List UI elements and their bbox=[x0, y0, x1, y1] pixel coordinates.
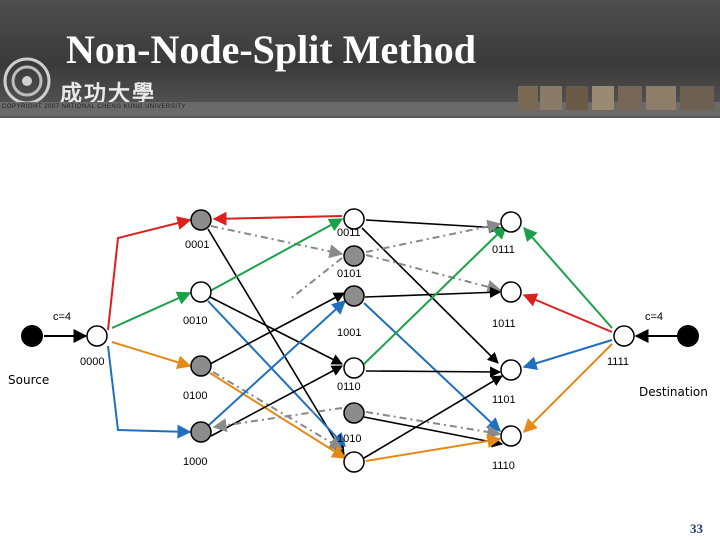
level3-to-1111-edges bbox=[524, 228, 682, 432]
page-number: 33 bbox=[690, 521, 703, 537]
campus-photo bbox=[646, 86, 676, 110]
node-0001 bbox=[191, 210, 211, 230]
label-0001: 0001 bbox=[185, 239, 209, 251]
level2-to-level3-edges bbox=[362, 220, 506, 461]
label-1111: 1111 bbox=[607, 356, 629, 368]
university-seal-icon bbox=[2, 56, 52, 106]
campus-photo bbox=[566, 86, 588, 110]
node-0111 bbox=[501, 212, 521, 232]
copyright-text: COPYRIGHT 2007 NATIONAL CHENG KUNG UNIVE… bbox=[2, 104, 186, 110]
campus-photo bbox=[680, 86, 714, 110]
label-1011: 1011 bbox=[492, 318, 516, 330]
node-1011 bbox=[501, 282, 521, 302]
label-1000: 1000 bbox=[183, 456, 207, 468]
source-label: Source bbox=[8, 373, 49, 387]
label-0011: 0011 bbox=[337, 227, 361, 239]
destination-capacity-label: c=4 bbox=[645, 311, 663, 323]
destination-label: Destination bbox=[639, 385, 708, 399]
label-1010: 1010 bbox=[337, 433, 361, 445]
label-0000: 0000 bbox=[80, 356, 104, 368]
level1-to-level2-edges bbox=[208, 216, 345, 458]
label-0111: 0111 bbox=[492, 244, 515, 256]
label-1110: 1110 bbox=[492, 460, 515, 472]
label-0100: 0100 bbox=[183, 390, 207, 402]
campus-photo bbox=[618, 86, 642, 110]
node-1101 bbox=[501, 360, 521, 380]
label-0110: 0110 bbox=[337, 381, 361, 393]
node-0101 bbox=[344, 246, 364, 266]
campus-photo bbox=[592, 86, 614, 110]
source-capacity-label: c=4 bbox=[53, 311, 71, 323]
campus-photo bbox=[540, 86, 562, 110]
node-1110-left bbox=[344, 452, 364, 472]
node-1001 bbox=[344, 286, 364, 306]
slide-header: Non-Node-Split Method 成功大學 COPYRIGHT 200… bbox=[0, 0, 720, 118]
node-1111 bbox=[614, 326, 634, 346]
label-1001: 1001 bbox=[337, 327, 361, 339]
node-0000 bbox=[87, 326, 107, 346]
campus-photo bbox=[518, 86, 538, 110]
node-0010 bbox=[191, 282, 211, 302]
node-0100 bbox=[191, 356, 211, 376]
node-1000 bbox=[191, 422, 211, 442]
destination-node bbox=[677, 325, 699, 347]
node-1010 bbox=[344, 403, 364, 423]
slide-title: Non-Node-Split Method bbox=[66, 26, 476, 73]
node-0011 bbox=[344, 209, 364, 229]
label-0101: 0101 bbox=[337, 268, 361, 280]
node-1110 bbox=[501, 426, 521, 446]
network-flow-diagram: 0000 0001 0010 0100 1000 0011 0101 1001 … bbox=[0, 118, 720, 540]
node-0110 bbox=[344, 358, 364, 378]
source-node bbox=[21, 325, 43, 347]
label-1101: 1101 bbox=[492, 394, 516, 406]
level0-to-level1-edges bbox=[108, 220, 190, 432]
label-0010: 0010 bbox=[183, 315, 207, 327]
